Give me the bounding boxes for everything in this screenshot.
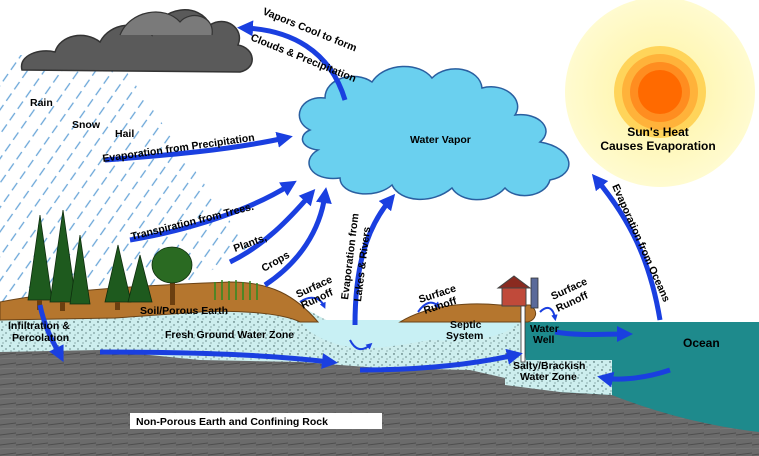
runoff-arrows — [299, 296, 558, 351]
salty-label: Salty/Brackish — [513, 360, 585, 372]
fresh-ground-water-label: Fresh Ground Water Zone — [165, 329, 294, 341]
water-vapor-label: Water Vapor — [410, 134, 471, 146]
cycle-arrows — [37, 20, 671, 388]
percolation-label: Percolation — [12, 332, 69, 344]
house — [496, 275, 539, 309]
crops — [214, 280, 258, 300]
lake — [300, 320, 520, 348]
forest-trees — [27, 209, 153, 311]
septic-label: Septic — [450, 319, 482, 331]
non-porous-label-bg — [130, 413, 382, 429]
water-well-label: Water — [530, 323, 559, 335]
non-porous-label: Non-Porous Earth and Confining Rock — [136, 416, 328, 428]
soil-right — [398, 303, 537, 323]
sun — [565, 0, 755, 187]
rain-label: Rain — [30, 97, 53, 109]
soil-label: Soil/Porous Earth — [140, 305, 228, 317]
salty-brackish-zone — [505, 360, 612, 395]
snow-label: Snow — [72, 119, 101, 131]
water-well-label-2: Well — [533, 334, 554, 346]
sun-heat-label: Sun's Heat — [627, 125, 689, 139]
broadleaf-tree — [151, 246, 193, 305]
septic-system-label: System — [446, 330, 483, 342]
evap-oceans-label: Evaporation from Oceans — [609, 182, 672, 304]
salty-zone-label: Water Zone — [520, 371, 577, 383]
water-well-pipe — [520, 305, 526, 363]
ocean-label: Ocean — [683, 336, 720, 350]
hail-label: Hail — [115, 128, 134, 140]
infiltration-label: Infiltration & — [8, 320, 70, 332]
water-vapor-cloud — [298, 65, 570, 201]
sun-evaporation-label: Causes Evaporation — [600, 139, 715, 153]
storm-cloud — [20, 9, 253, 73]
